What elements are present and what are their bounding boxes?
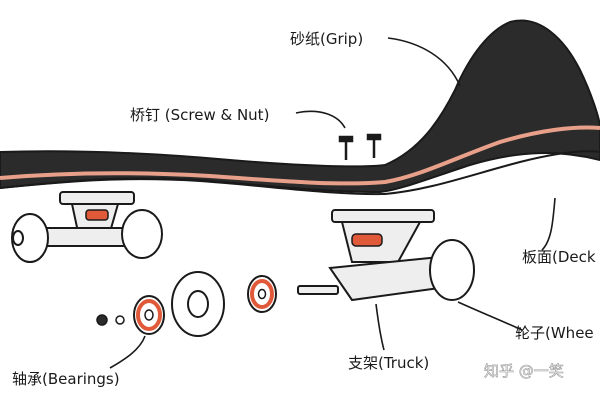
- deck-label: 板面(Deck: [522, 248, 596, 266]
- watermark: 知乎 @一笑: [484, 362, 564, 380]
- bearings-assembly: [96, 271, 277, 337]
- leader-lines: [109, 37, 556, 369]
- truck-right: [297, 209, 456, 302]
- bearings-label: 轴承(Bearings): [12, 370, 120, 388]
- deck-leader: [541, 197, 556, 251]
- wheel-leader: [457, 301, 523, 331]
- wheel-right: [429, 239, 475, 301]
- deck: [0, 19, 600, 196]
- screw-label: 桥钉 (Screw & Nut): [130, 106, 269, 124]
- screws: [338, 133, 382, 160]
- deck-bottom: [0, 150, 600, 196]
- screw-leader: [295, 110, 346, 129]
- wheel-label: 轮子(Whee: [515, 324, 594, 342]
- deck-stripe: [0, 125, 600, 186]
- grip-leader: [387, 37, 461, 87]
- truck-label: 支架(Truck): [348, 354, 429, 372]
- bearings-leader: [109, 335, 146, 369]
- grip-label: 砂纸(Grip): [290, 30, 363, 48]
- wheels-left: [11, 209, 163, 263]
- truck-leader: [375, 303, 385, 351]
